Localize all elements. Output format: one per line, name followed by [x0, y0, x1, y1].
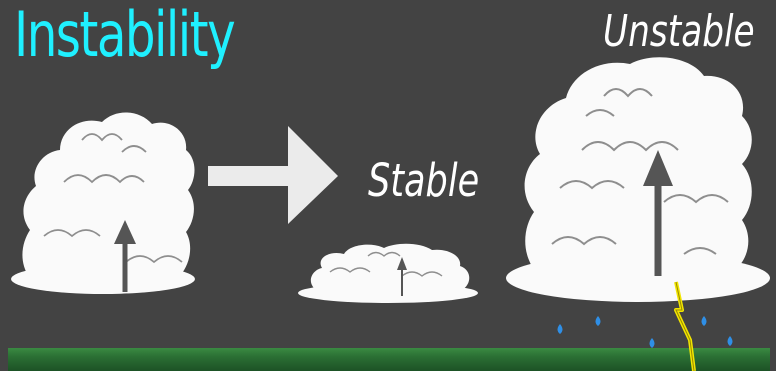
unstable-cloud	[506, 57, 770, 302]
ground	[8, 348, 770, 371]
initial-cloud	[11, 112, 195, 294]
stable-cloud	[298, 244, 478, 303]
raindrop-icon	[558, 316, 733, 348]
right-arrow-icon	[208, 126, 338, 224]
